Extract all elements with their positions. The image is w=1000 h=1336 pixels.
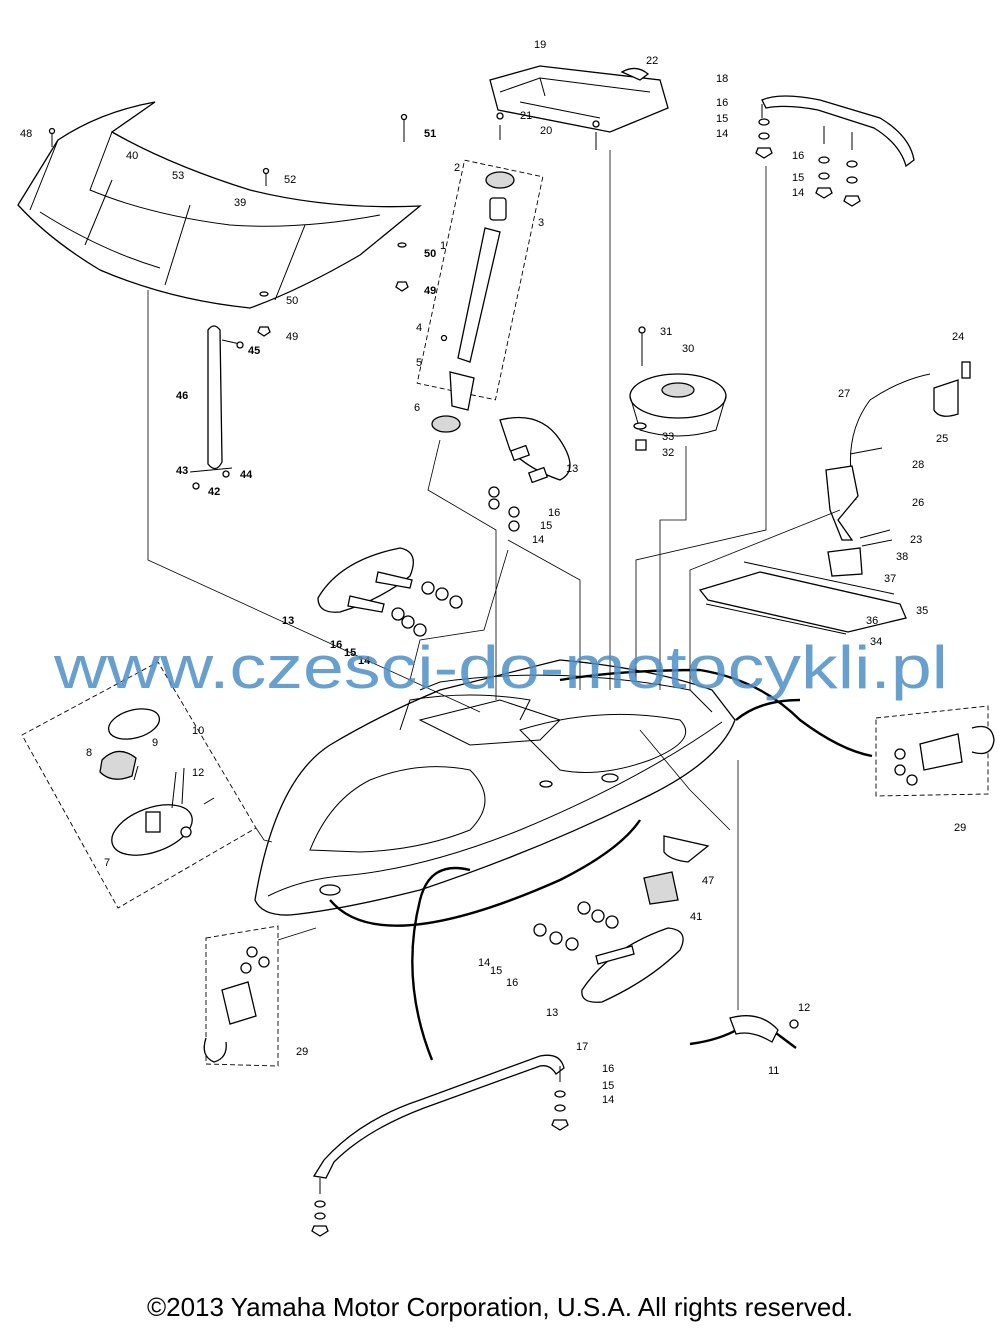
tie-down-right [875,705,995,797]
callout-4: 4 [416,322,422,334]
callout-24: 24 [952,331,964,343]
callout-14b: 14 [792,187,804,199]
callout-2: 2 [454,162,460,174]
watermark: www.czesci-do-motocykli.pl [53,634,948,701]
callout-48: 48 [20,128,32,140]
callout-53: 53 [172,170,184,182]
callout-28: 28 [912,459,924,471]
callout-38: 38 [896,551,908,563]
callout-39: 39 [234,197,246,209]
callout-22: 22 [646,55,658,67]
callout-17: 17 [576,1041,588,1053]
windshield [17,101,422,309]
callout-14a: 14 [716,128,728,140]
callout-1: 1 [440,240,446,252]
callout-25: 25 [936,433,948,445]
callout-15d: 15 [344,647,356,659]
callout-14f: 14 [602,1094,614,1106]
callout-50b: 50 [286,295,298,307]
callout-15a: 15 [716,113,728,125]
callout-30: 30 [682,343,694,355]
grab-handle-left [317,547,463,637]
windshield-screws [48,113,409,337]
callout-13c: 13 [546,1007,558,1019]
callout-10: 10 [192,725,204,737]
callout-51: 51 [424,128,436,140]
windshield-support-bar [189,325,244,490]
callout-16f: 16 [602,1063,614,1075]
callout-29a: 29 [954,822,966,834]
callout-50a: 50 [424,248,436,260]
callout-20: 20 [540,125,552,137]
callout-29b: 29 [296,1046,308,1058]
callout-44: 44 [240,469,253,481]
grab-handle-upper-right [488,416,571,532]
callout-13b: 13 [282,615,294,627]
callout-12b: 12 [798,1002,810,1014]
callout-14c: 14 [532,534,544,546]
callout-42: 42 [208,486,220,498]
callout-31: 31 [660,326,672,338]
boat-hull [254,659,736,916]
callout-15c: 15 [540,520,552,532]
callout-33: 33 [662,431,674,443]
reference-lines [147,150,841,1010]
steering-column [416,159,544,433]
callout-27: 27 [838,388,850,400]
callout-19: 19 [534,39,546,51]
callout-7: 7 [104,857,110,869]
battery-cable [689,1015,799,1049]
callout-14e: 14 [478,957,490,969]
callout-43: 43 [176,465,188,477]
callout-13a: 13 [566,463,578,475]
callout-34: 34 [870,636,882,648]
callout-16c: 16 [548,507,560,519]
grab-handle-lower-right [533,901,684,1003]
callout-labels: 19 22 21 20 18 16 15 14 16 15 14 48 40 5… [20,39,966,1106]
callout-6: 6 [414,402,420,414]
callout-36: 36 [866,615,878,627]
callout-16a: 16 [716,97,728,109]
callout-40: 40 [126,150,138,162]
ladder-assembly [698,361,971,635]
callout-32: 32 [662,447,674,459]
copyright-notice: ©2013 Yamaha Motor Corporation, U.S.A. A… [146,1292,854,1322]
callout-16e: 16 [506,977,518,989]
callout-41: 41 [690,911,702,923]
callout-21: 21 [520,110,532,122]
grab-rail-upper [755,95,915,207]
seat-mount [489,65,669,150]
callout-26: 26 [912,497,924,509]
wiring-harness [329,668,873,1061]
pads [643,835,710,905]
callout-16d: 16 [330,639,342,651]
callout-15b: 15 [792,172,804,184]
callout-12a: 12 [192,767,204,779]
callout-16b: 16 [792,150,804,162]
callout-11: 11 [768,1065,779,1077]
callout-52: 52 [284,174,296,186]
callout-37: 37 [884,573,896,585]
callout-5: 5 [416,357,422,369]
callout-46: 46 [176,390,188,402]
callout-47: 47 [702,875,714,887]
callout-35: 35 [916,605,928,617]
callout-3: 3 [538,217,544,229]
grab-rail-lower [311,1054,569,1237]
callout-8: 8 [86,747,92,759]
seat-base [629,326,727,451]
callout-45: 45 [248,345,260,357]
callout-23: 23 [910,534,922,546]
callout-14d: 14 [358,655,371,667]
callout-15e: 15 [490,965,502,977]
callout-49b: 49 [286,331,298,343]
callout-9: 9 [152,737,158,749]
callout-49a: 49 [424,285,436,297]
callout-15f: 15 [602,1080,614,1092]
tie-down-left [203,925,279,1067]
callout-18: 18 [716,73,728,85]
